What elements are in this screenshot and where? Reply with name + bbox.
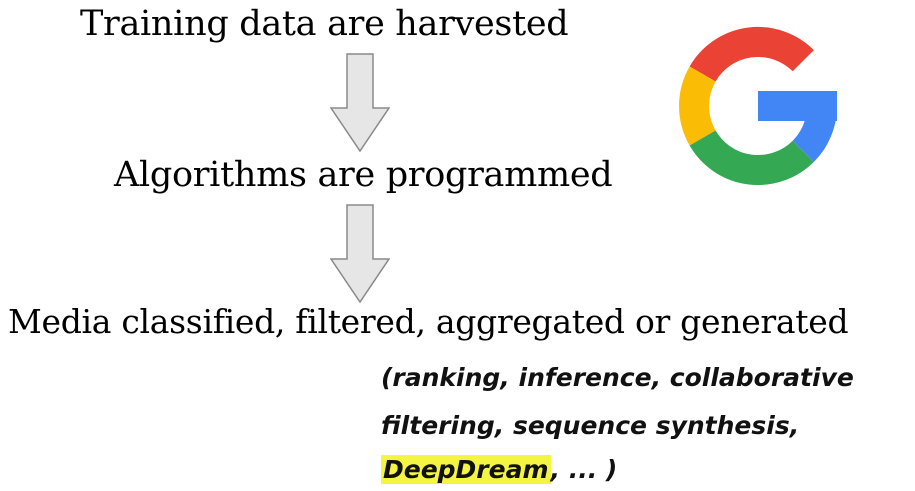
step-media-output: Media classified, filtered, aggregated o…: [8, 302, 849, 341]
step-training-data: Training data are harvested: [80, 4, 569, 44]
highlighted-term: DeepDream: [381, 455, 551, 484]
down-arrow-icon: [330, 204, 390, 304]
step-algorithms: Algorithms are programmed: [114, 155, 613, 195]
down-arrow-icon: [330, 53, 390, 153]
google-g-logo-icon: [679, 26, 838, 186]
note-line-1: (ranking, inference, collaborative: [381, 363, 854, 392]
note-line-2: filtering, sequence synthesis,: [381, 411, 800, 440]
note-line-3-rest: , ... ): [550, 455, 618, 484]
note-line-3: DeepDream, ... ): [381, 455, 617, 484]
